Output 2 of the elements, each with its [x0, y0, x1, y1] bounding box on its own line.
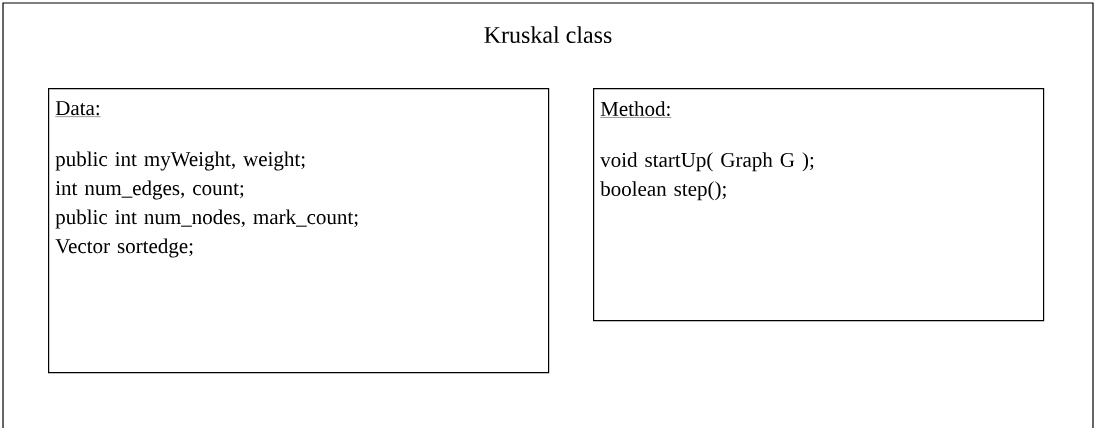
compartment-box: Method: void startUp( Graph G ); boolean step();: [593, 88, 1045, 322]
compartment-box: Data: public int myWeight, weight; int num_edges, count; public int num_nodes, mark_count; Vector sortedge;: [48, 88, 550, 374]
